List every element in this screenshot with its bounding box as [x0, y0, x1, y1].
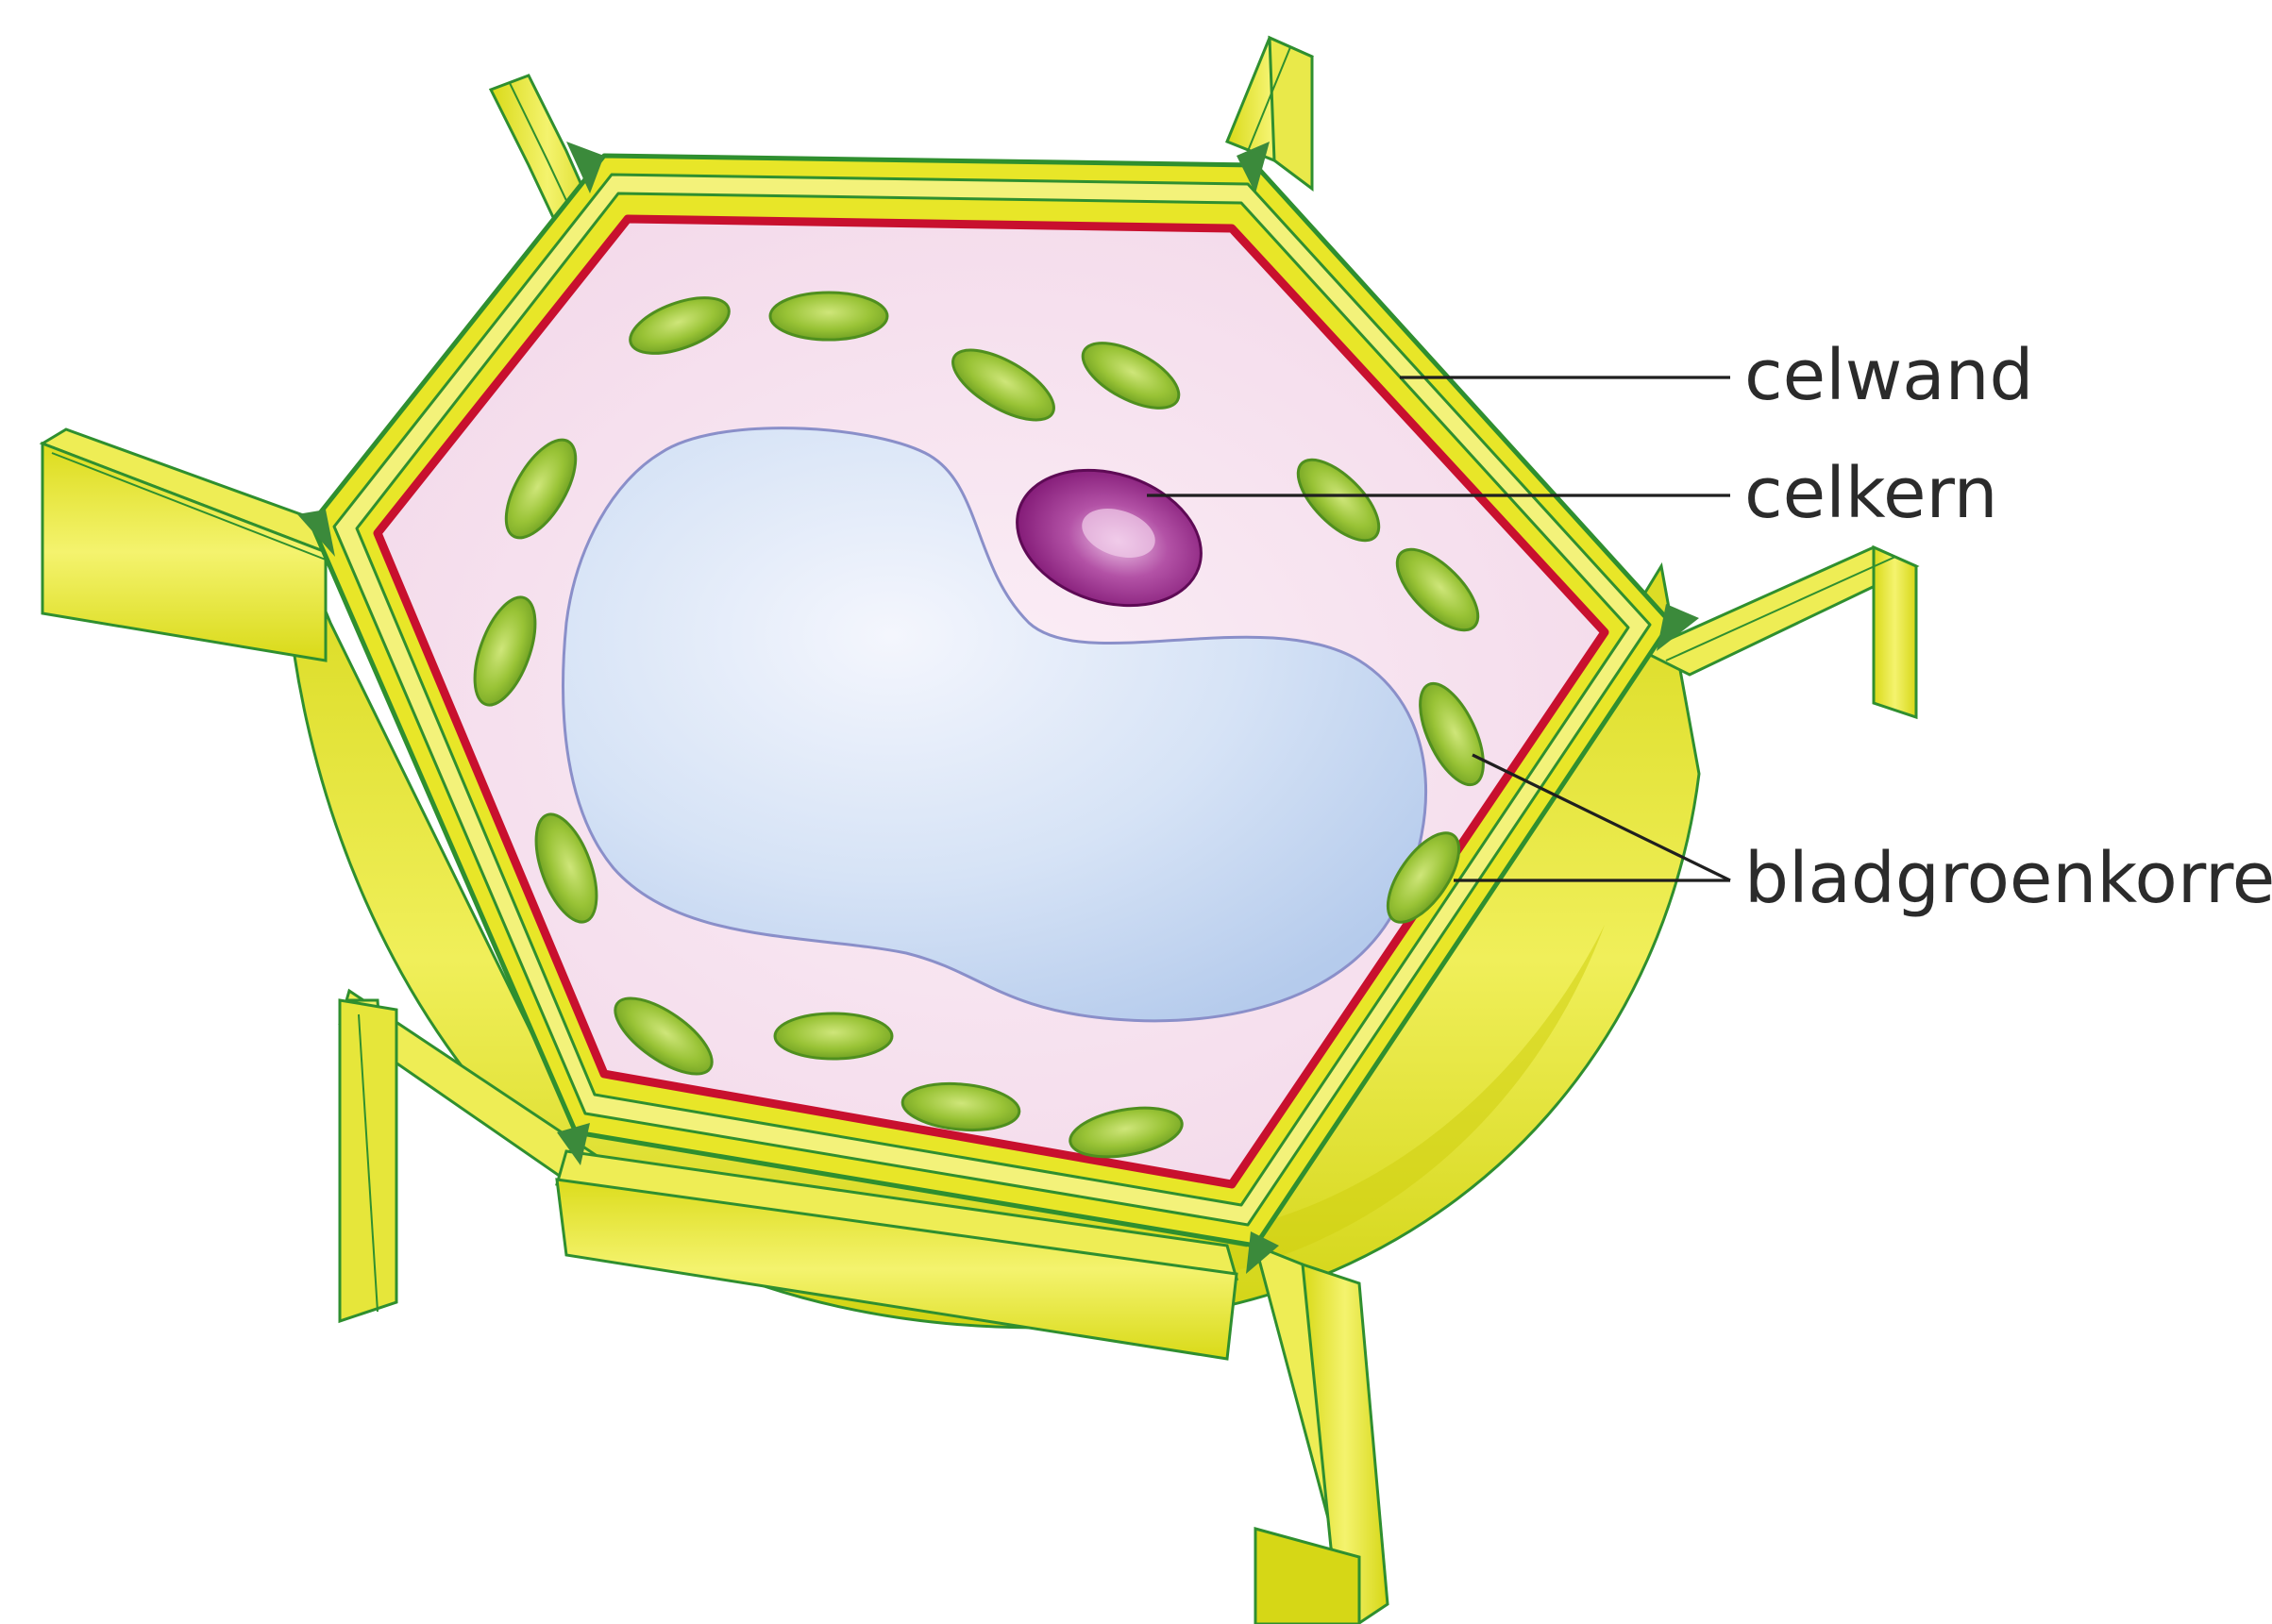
label-chloroplasts: bladgroenkorrels [1744, 838, 2272, 919]
chloroplast [770, 293, 887, 340]
chloroplast [775, 1013, 892, 1059]
label-nucleus: celkern [1744, 453, 1998, 534]
wall-fin-left [42, 429, 340, 661]
wall-fin-bottom-right [1255, 1246, 1388, 1624]
label-cell-wall: celwand [1744, 335, 2034, 416]
